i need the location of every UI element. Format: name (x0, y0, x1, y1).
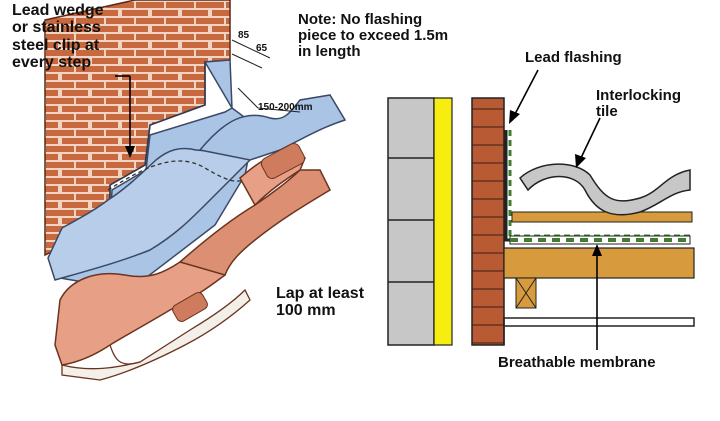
brick-outer-leaf (471, 97, 505, 346)
left-leaders (115, 75, 135, 158)
timber-battens (503, 211, 695, 345)
roof-tiles (54, 143, 331, 381)
breathable-membrane-label: Breathable membrane (498, 354, 656, 371)
lead-flashing-label: Lead flashing (525, 49, 622, 66)
lead-wedge-label: Lead wedge or stainless steel clip at ev… (12, 2, 104, 71)
dimension-65: 65 (256, 43, 268, 54)
flashing-length-note: Note: No flashing piece to exceed 1.5m i… (298, 11, 449, 61)
insulation-layer (433, 97, 453, 346)
block-wall (387, 97, 435, 346)
interlocking-tile-section (519, 163, 691, 216)
interlocking-tile-label: Interlocking tile (596, 87, 682, 121)
dimension-lines (231, 39, 301, 113)
lap-label: Lap at least 100 mm (276, 285, 365, 320)
dimension-150-200: 150-200mm (258, 102, 313, 113)
right-leaders (509, 69, 602, 350)
breathable-membrane (509, 235, 691, 245)
roof-flashing-sheet (47, 94, 347, 281)
dimension-85: 85 (238, 30, 250, 41)
